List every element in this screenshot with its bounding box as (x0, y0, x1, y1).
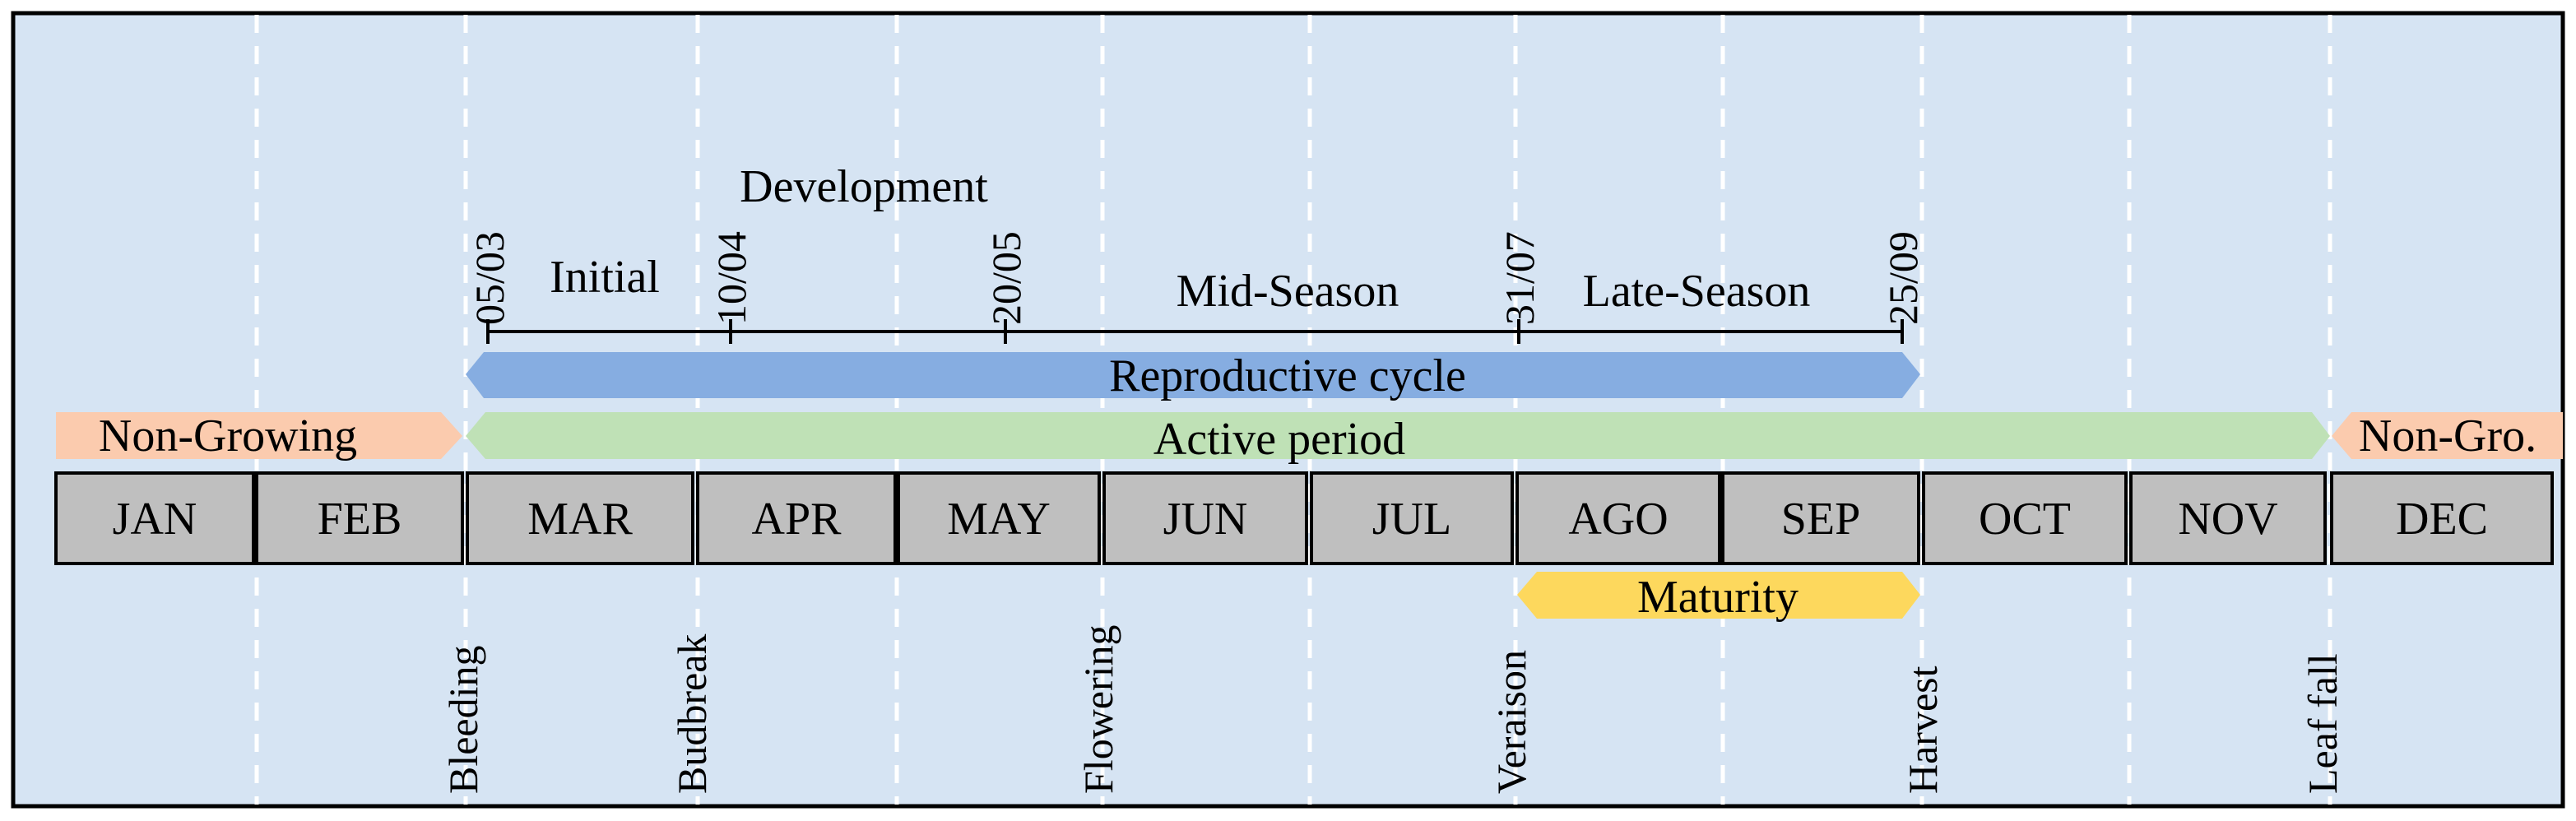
stage-initial-label: Initial (550, 252, 660, 303)
date-label: 10/04 (708, 231, 754, 325)
month-label: AGO (1568, 494, 1668, 545)
event-label-flowering: Flowering (1075, 624, 1121, 794)
month-label: APR (752, 494, 842, 545)
stage-mid-season-label: Mid-Season (1177, 266, 1399, 317)
date-label: 20/05 (983, 231, 1029, 325)
month-label: OCT (1979, 494, 2071, 545)
background-panel (11, 11, 2565, 809)
event-label-budbreak: Budbreak (669, 634, 715, 794)
month-label: MAY (947, 494, 1051, 545)
month-label: SEP (1781, 494, 1861, 545)
month-box (1922, 471, 2128, 565)
event-label-leaf-fall: Leaf fall (2300, 653, 2346, 794)
reproductive-cycle-bar (466, 352, 1920, 398)
month-box (1515, 471, 1721, 565)
month-label: NOV (2178, 494, 2277, 545)
month-box (1721, 471, 1920, 565)
month-label: FEB (318, 494, 402, 545)
month-box (2330, 471, 2554, 565)
month-label: JAN (113, 494, 197, 545)
date-label: 05/03 (466, 231, 513, 325)
month-label: JUL (1372, 494, 1451, 545)
non-growing-left-label: Non-Growing (99, 410, 357, 462)
month-box (2129, 471, 2327, 565)
active-period-label: Active period (1153, 414, 1405, 465)
event-label-bleeding: Bleeding (440, 645, 486, 794)
month-box (1102, 471, 1308, 565)
reproductive-cycle-label: Reproductive cycle (1109, 350, 1466, 401)
maturity-bar (1517, 572, 1920, 619)
month-label: JUN (1163, 494, 1248, 545)
event-label-harvest: Harvest (1900, 666, 1946, 794)
month-label: MAR (527, 494, 633, 545)
stage-late-season-label: Late-Season (1583, 266, 1811, 317)
date-label: 31/07 (1497, 231, 1543, 325)
maturity-label: Maturity (1637, 572, 1799, 623)
month-gridlines (254, 15, 2332, 805)
stage-timeline-axis (486, 319, 1904, 344)
active-period-bar (466, 412, 2330, 459)
non-growing-right-label: Non-Gro. (2359, 410, 2537, 462)
non-growing-right-bar (2332, 412, 2563, 459)
month-box (1310, 471, 1514, 565)
month-box (466, 471, 694, 565)
month-label: DEC (2396, 494, 2488, 545)
event-label-veraison: Veraison (1488, 650, 1534, 794)
non-growing-left-bar (56, 412, 462, 459)
month-box (54, 471, 255, 565)
month-row: JAN FEB MAR APR MAY JUN JUL AGO SEP OCT … (54, 471, 2554, 565)
month-box (255, 471, 464, 565)
stage-development-label: Development (740, 161, 988, 212)
month-box (696, 471, 897, 565)
date-label: 25/09 (1880, 231, 1926, 325)
month-box (897, 471, 1101, 565)
